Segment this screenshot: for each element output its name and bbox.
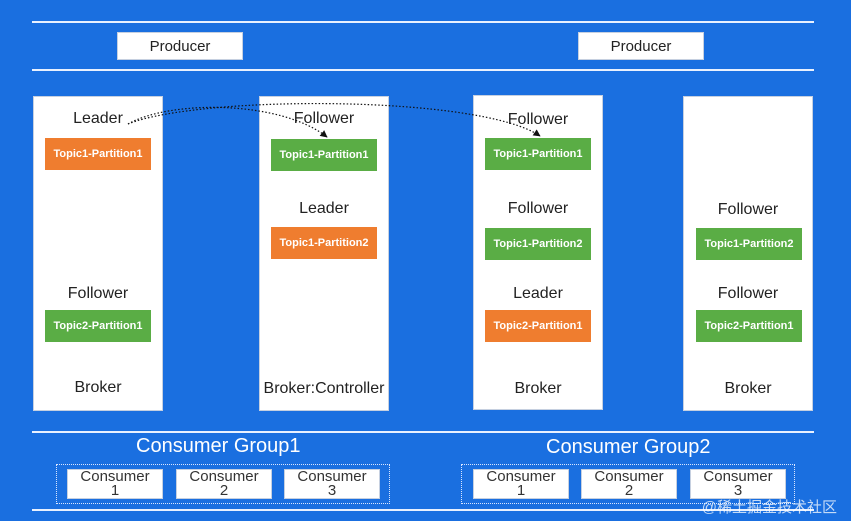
- consumer-label: Consumer: [80, 469, 150, 485]
- producer-separator: [32, 69, 814, 71]
- consumer-box: Consumer 2: [581, 469, 677, 499]
- broker-name: Broker: [74, 379, 122, 396]
- consumer-group-title: Consumer Group1: [136, 435, 301, 457]
- consumer-label: Consumer: [594, 469, 664, 485]
- partition-leader: Topic1-Partition2: [271, 227, 377, 259]
- partition-leader: Topic1-Partition1: [45, 138, 151, 170]
- role-label: Follower: [293, 110, 355, 127]
- watermark: @稀土掘金技术社区: [701, 499, 837, 516]
- role-label: Follower: [507, 111, 569, 128]
- role-label: Leader: [513, 285, 563, 302]
- consumer-box: Consumer 3: [690, 469, 786, 499]
- replication-arrow: [127, 106, 328, 138]
- role-label: Leader: [299, 200, 349, 217]
- broker-name: Broker: [724, 380, 772, 397]
- consumer-group-title: Consumer Group2: [546, 436, 711, 458]
- consumer-group-frame: [56, 464, 390, 504]
- consumer-number: 2: [624, 482, 634, 499]
- consumer-separator-top: [32, 431, 814, 433]
- consumer-label: Consumer: [189, 469, 259, 485]
- role-label: Follower: [717, 285, 779, 302]
- partition-follower: Topic1-Partition2: [696, 228, 802, 260]
- broker-2-controller: Follower Topic1-Partition1 Leader Topic1…: [259, 96, 389, 411]
- role-label: Follower: [717, 201, 779, 218]
- consumer-number: 2: [219, 482, 229, 499]
- consumer-number: 3: [733, 482, 743, 499]
- broker-name: Broker: [514, 380, 562, 397]
- consumer-number: 1: [110, 482, 120, 499]
- producer-box: Producer: [117, 32, 243, 60]
- broker-1: Leader Topic1-Partition1 Follower Topic2…: [33, 96, 163, 411]
- consumer-box: Consumer 1: [67, 469, 163, 499]
- partition-follower: Topic2-Partition1: [696, 310, 802, 342]
- role-label: Leader: [73, 110, 123, 127]
- partition-follower: Topic1-Partition2: [485, 228, 591, 260]
- partition-follower: Topic1-Partition1: [271, 139, 377, 171]
- producer-box: Producer: [578, 32, 704, 60]
- partition-leader: Topic2-Partition1: [485, 310, 591, 342]
- consumer-label: Consumer: [703, 469, 773, 485]
- broker-name: Broker:Controller: [263, 380, 385, 397]
- consumer-label: Consumer: [297, 469, 367, 485]
- consumer-box: Consumer 3: [284, 469, 380, 499]
- broker-4: Follower Topic1-Partition2 Follower Topi…: [683, 96, 813, 411]
- broker-3: Follower Topic1-Partition1 Follower Topi…: [473, 95, 603, 410]
- consumer-label: Consumer: [486, 469, 556, 485]
- consumer-box: Consumer 1: [473, 469, 569, 499]
- consumer-number: 3: [327, 482, 337, 499]
- consumer-separator-bottom: [32, 509, 814, 511]
- top-separator: [32, 21, 814, 23]
- role-label: Follower: [507, 200, 569, 217]
- role-label: Follower: [67, 285, 129, 302]
- partition-follower: Topic1-Partition1: [485, 138, 591, 170]
- consumer-number: 1: [516, 482, 526, 499]
- consumer-box: Consumer 2: [176, 469, 272, 499]
- consumer-group-frame: [461, 464, 795, 504]
- partition-follower: Topic2-Partition1: [45, 310, 151, 342]
